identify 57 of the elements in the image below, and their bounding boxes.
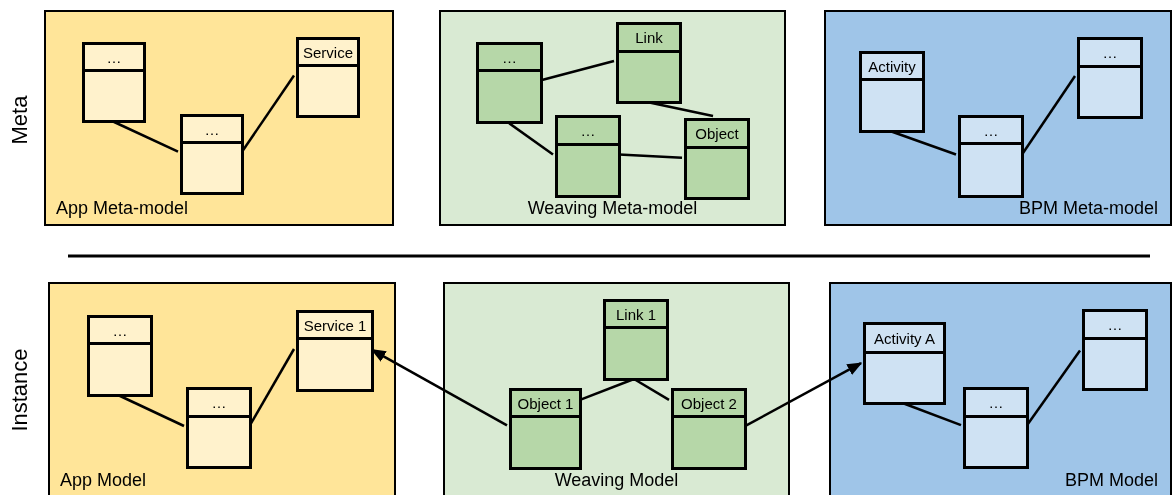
class-name: … bbox=[502, 48, 517, 66]
class-name: Service bbox=[303, 43, 353, 61]
class-box bbox=[186, 387, 252, 469]
class-name: … bbox=[983, 121, 999, 139]
class-name: … bbox=[204, 120, 220, 138]
class-box bbox=[1082, 309, 1148, 391]
model-panel bbox=[44, 10, 394, 226]
class-box bbox=[863, 322, 946, 405]
connector-line bbox=[618, 153, 683, 160]
class-name: Object 2 bbox=[681, 394, 737, 412]
panel-title: Weaving Meta-model bbox=[527, 198, 698, 218]
class-name: Service 1 bbox=[303, 316, 367, 334]
connector-line bbox=[1026, 349, 1081, 426]
class-name: Link 1 bbox=[616, 305, 656, 323]
class-name: … bbox=[106, 48, 122, 66]
panel-title: App Meta-model bbox=[56, 198, 189, 218]
arrow bbox=[744, 362, 863, 428]
class-box bbox=[180, 114, 244, 195]
model-panel bbox=[829, 282, 1172, 495]
class-box bbox=[1077, 37, 1143, 119]
panel-title: BPM Meta-model bbox=[1018, 198, 1158, 218]
class-name: Activity A bbox=[874, 329, 935, 347]
class-name: Object 1 bbox=[517, 394, 574, 412]
class-name: Object bbox=[695, 125, 739, 142]
panel-title: Weaving Model bbox=[554, 470, 679, 490]
class-box bbox=[82, 42, 146, 123]
connector-line bbox=[540, 59, 615, 82]
class-name: … bbox=[211, 394, 227, 411]
model-panel bbox=[824, 10, 1172, 226]
class-box bbox=[476, 42, 543, 124]
class-box bbox=[555, 115, 621, 198]
class-name: … bbox=[1107, 316, 1123, 333]
class-name: … bbox=[580, 122, 596, 139]
class-box bbox=[671, 388, 747, 470]
class-name: … bbox=[988, 394, 1004, 411]
class-box bbox=[509, 388, 582, 470]
class-box bbox=[603, 299, 669, 381]
model-panel bbox=[443, 282, 790, 495]
class-box bbox=[684, 118, 750, 200]
panel-title: App Model bbox=[60, 470, 147, 490]
class-box bbox=[616, 22, 682, 104]
class-box bbox=[958, 115, 1024, 198]
class-box bbox=[87, 315, 153, 397]
class-box bbox=[296, 37, 360, 118]
class-name: … bbox=[112, 321, 128, 339]
connector-line bbox=[506, 121, 554, 156]
model-panel bbox=[48, 282, 396, 495]
class-name: Link bbox=[635, 29, 663, 46]
panel-title: BPM Model bbox=[1064, 470, 1158, 490]
row-label: Meta bbox=[7, 95, 33, 145]
model-panel bbox=[439, 10, 786, 226]
class-box bbox=[963, 387, 1029, 469]
class-box bbox=[859, 51, 925, 133]
class-name: … bbox=[1102, 44, 1118, 61]
class-name: Activity bbox=[868, 57, 916, 75]
row-label: Instance bbox=[7, 348, 33, 432]
class-box bbox=[296, 310, 374, 392]
